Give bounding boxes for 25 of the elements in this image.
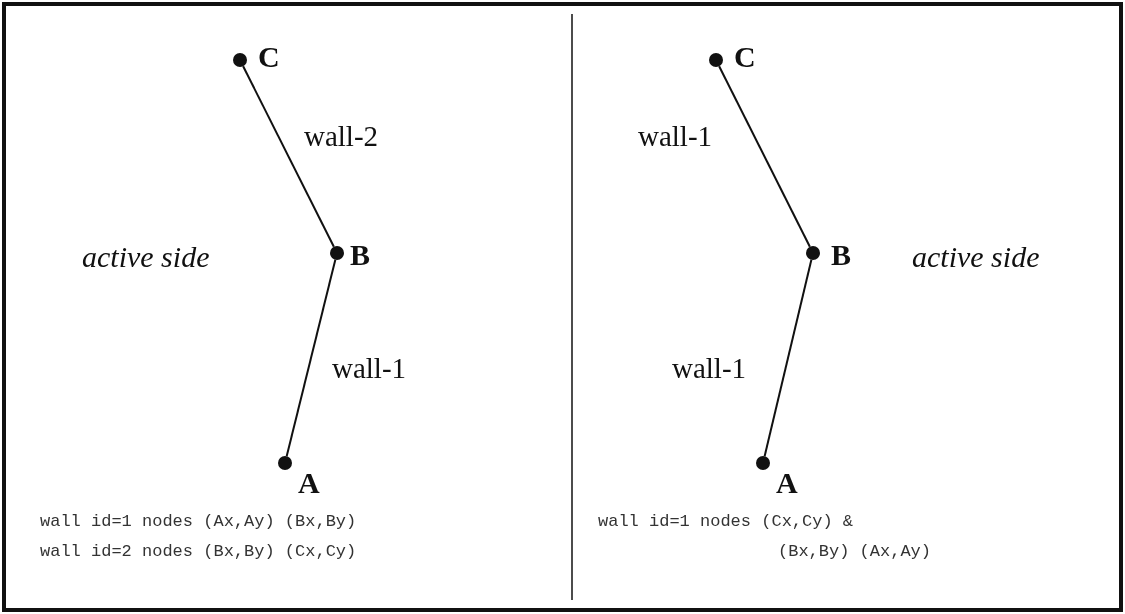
wall-line <box>285 258 337 458</box>
point-label: B <box>831 240 851 270</box>
point-label: B <box>350 240 370 270</box>
wall-line <box>763 258 813 458</box>
point-dot <box>233 53 247 67</box>
point-dot <box>756 456 770 470</box>
point-label: C <box>734 42 756 72</box>
side-label: active side <box>82 242 210 272</box>
side-label: active side <box>912 242 1040 272</box>
point-dot <box>709 53 723 67</box>
point-label: C <box>258 42 280 72</box>
edge-label: wall-2 <box>304 122 379 151</box>
point-dot <box>806 246 820 260</box>
point-dot <box>330 246 344 260</box>
edge-label: wall-1 <box>672 354 747 383</box>
point-label: A <box>776 468 798 498</box>
code-text: wall id=1 nodes (Ax,Ay) (Bx,By) <box>40 512 357 531</box>
edge-label: wall-1 <box>332 354 407 383</box>
point-label: A <box>298 468 320 498</box>
wall-line <box>718 65 811 248</box>
point-dot <box>278 456 292 470</box>
code-text: wall id=2 nodes (Bx,By) (Cx,Cy) <box>40 542 357 561</box>
code-text: (Bx,By) (Ax,Ay) <box>778 542 932 561</box>
wall-line <box>242 65 335 248</box>
edge-label: wall-1 <box>638 122 713 151</box>
